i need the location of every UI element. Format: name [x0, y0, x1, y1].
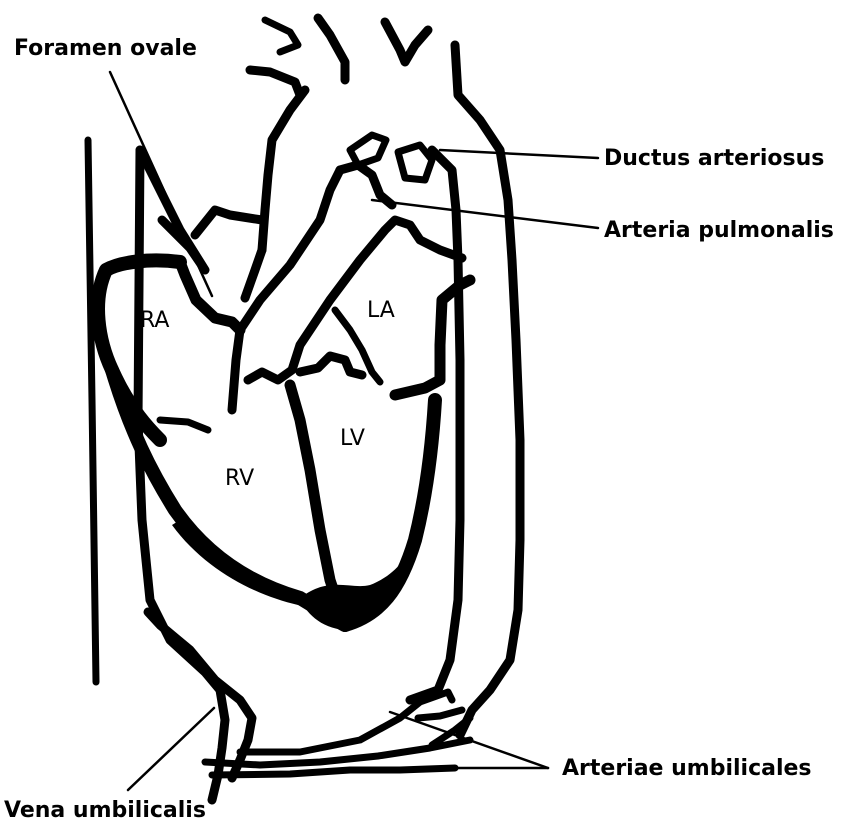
ventricle-apex-fill [300, 540, 415, 630]
label-ductus-arteriosus: Ductus arteriosus [604, 148, 824, 170]
label-arteriae-umbilicales: Arteriae umbilicales [562, 758, 812, 780]
pulmonary-trunk-right [248, 220, 462, 380]
right-atrium-top [180, 262, 240, 330]
la-left-wall [245, 250, 262, 298]
interventricular-septum [290, 385, 340, 610]
vena-umbilicalis-leader [128, 708, 214, 790]
ductus-arteriosus-leader [440, 150, 598, 158]
ductus-opening-left [350, 135, 386, 165]
chamber-ra: RA [140, 310, 169, 332]
label-foramen-ovale: Foramen ovale [14, 38, 197, 60]
ductus-opening-right [398, 145, 432, 180]
aorta-top-left [250, 70, 300, 95]
chamber-lv: LV [340, 428, 365, 450]
label-vena-umbilicalis: Vena umbilicalis [4, 800, 206, 822]
chamber-rv: RV [225, 468, 254, 490]
ra-rv-septum [160, 420, 208, 430]
aorta-top-mid [318, 18, 345, 80]
aorta-arch-right [455, 45, 520, 735]
left-atrium-base [300, 356, 362, 375]
vena-cava-left-wall [88, 140, 96, 682]
aorta-top-left-2 [265, 20, 298, 52]
umbilical-artery-right [418, 710, 462, 718]
label-arteria-pulmonalis: Arteria pulmonalis [604, 220, 834, 242]
ra-left-vessel [195, 210, 262, 235]
interatrial-wall [232, 330, 240, 410]
chamber-la: LA [367, 300, 395, 322]
aorta-top-mid-2 [385, 22, 428, 62]
aorta-left-wall [262, 90, 305, 250]
pulmonary-bifurcation [340, 165, 392, 205]
